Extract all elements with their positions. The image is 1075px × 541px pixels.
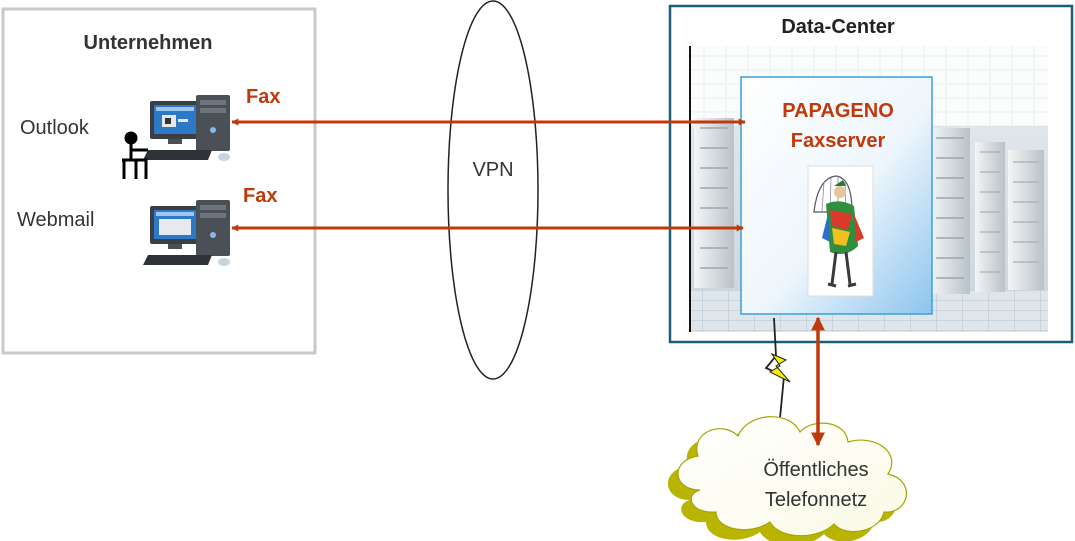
fax-label-2: Fax	[243, 185, 277, 207]
datacenter-title: Data-Center	[781, 16, 895, 38]
network-label-line2: Telefonnetz	[765, 489, 867, 511]
vpn-label: VPN	[472, 159, 513, 181]
fax-label-1: Fax	[246, 86, 280, 108]
papageno-figure-icon	[807, 165, 874, 297]
company-title: Unternehmen	[84, 32, 213, 54]
phone-network-cloud-icon	[668, 416, 907, 541]
faxserver-subtitle: Faxserver	[791, 130, 886, 152]
lightning-flash-icon	[768, 352, 791, 383]
client-label-webmail: Webmail	[17, 209, 94, 231]
desktop-computer-icon	[143, 200, 230, 266]
desktop-computer-icon	[143, 95, 230, 161]
network-label-line1: Öffentliches	[763, 459, 868, 481]
faxserver-name: PAPAGENO	[782, 100, 894, 122]
vpn-tunnel	[447, 0, 539, 380]
lightning-bolt-icon	[764, 317, 785, 419]
person-at-desk-icon	[122, 131, 148, 179]
client-label-outlook: Outlook	[20, 117, 90, 139]
company-box	[1, 7, 317, 355]
